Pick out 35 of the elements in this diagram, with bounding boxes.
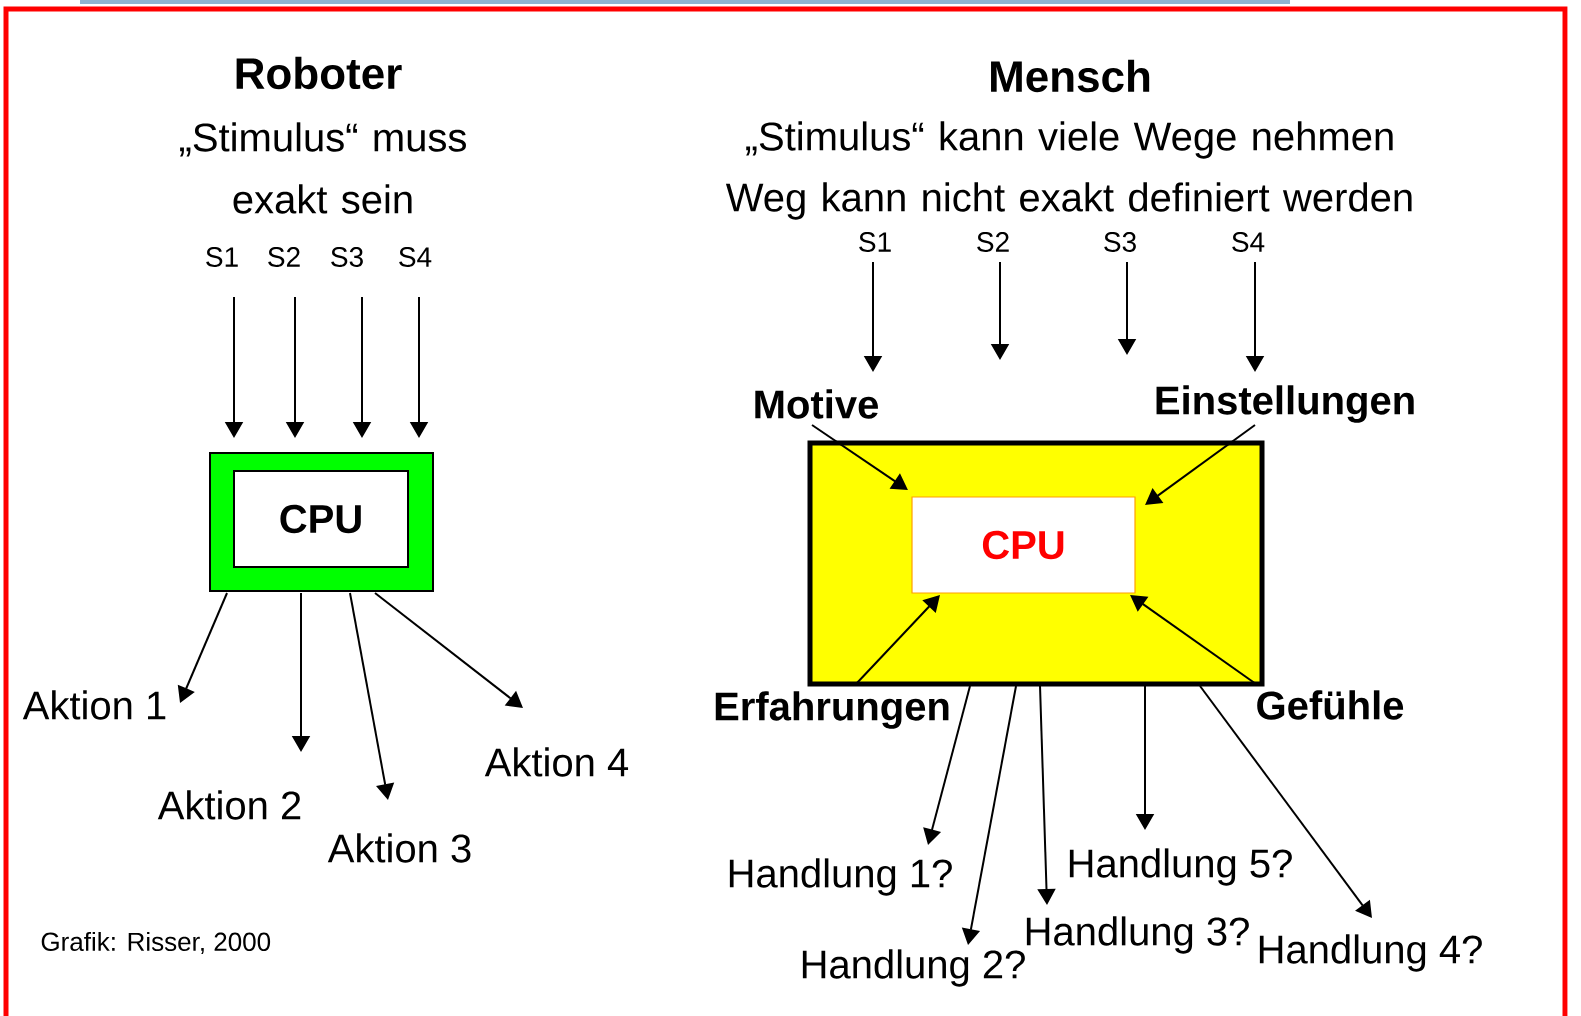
factor-label: Einstellungen: [1156, 385, 1414, 423]
description-text: „Stimulus“ kann viele Wege nehmen: [746, 121, 1393, 159]
factor-label: Erfahrungen: [715, 691, 949, 729]
action-label: Handlung 2?: [802, 949, 1025, 987]
action-label: Aktion 2: [157, 790, 301, 820]
arrow: [855, 595, 940, 685]
cpu-box: CPU: [233, 470, 409, 568]
action-label: Handlung 1?: [729, 858, 952, 896]
action-label: Handlung 4?: [1259, 934, 1482, 972]
stimulus-label: S4: [1232, 232, 1265, 252]
action-label: Aktion 4: [484, 747, 629, 777]
column-heading: Roboter: [236, 56, 402, 90]
stimulus-label: S1: [206, 247, 238, 267]
cpu-box: CPU: [911, 496, 1136, 594]
stimulus-label: S3: [331, 247, 363, 267]
arrow: [811, 424, 908, 490]
description-text: „Stimulus“ muss exakt sein: [180, 122, 466, 214]
arrow: [1199, 685, 1372, 918]
column-heading: Mensch: [991, 59, 1150, 93]
caption: Grafik: Risser, 2000: [41, 931, 271, 955]
arrow: [1130, 595, 1257, 685]
stimulus-label: S2: [977, 232, 1009, 252]
stimulus-label: S4: [399, 247, 432, 267]
action-label: Aktion 1: [22, 690, 166, 720]
factor-label: Motive: [755, 389, 878, 419]
arrow: [1145, 424, 1256, 505]
arrow: [374, 592, 523, 708]
description-text: Weg kann nicht exakt definiert werden: [725, 182, 1412, 220]
stimulus-label: S3: [1104, 232, 1136, 252]
factor-label: Gefühle: [1257, 690, 1404, 720]
stimulus-label: S1: [859, 232, 891, 252]
stimulus-label: S2: [268, 247, 300, 267]
action-label: Handlung 5?: [1069, 848, 1292, 886]
action-label: Handlung 3?: [1026, 916, 1249, 954]
action-label: Aktion 3: [327, 833, 471, 863]
